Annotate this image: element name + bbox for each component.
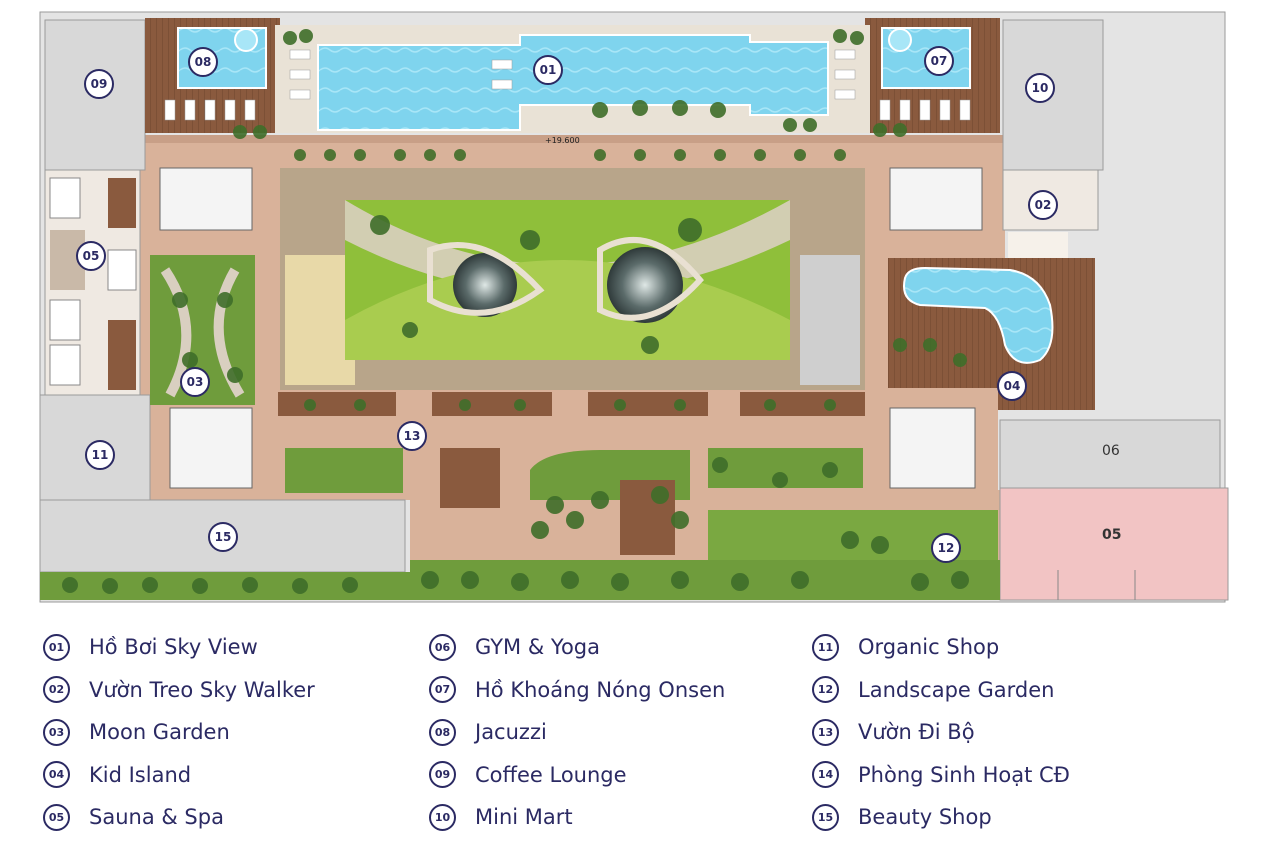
legend-item: 01 Hồ Bơi Sky View	[43, 626, 423, 669]
legend-number: 14	[812, 761, 839, 789]
legend-number: 05	[43, 803, 70, 831]
legend-number: 11	[812, 633, 839, 661]
legend-label: Phòng Sinh Hoạt CĐ	[858, 762, 1070, 787]
legend-number: 03	[43, 718, 70, 746]
marker-08-jacuzzi[interactable]: 08	[188, 47, 218, 77]
legend-item: 09 Coffee Lounge	[429, 754, 809, 797]
legend-label: Landscape Garden	[858, 677, 1055, 702]
legend-label: Moon Garden	[89, 720, 230, 745]
legend-label: Vườn Treo Sky Walker	[89, 677, 315, 702]
legend-label: Kid Island	[89, 762, 192, 787]
legend-item: 05 Sauna & Spa	[43, 796, 423, 839]
site-plan-map	[39, 11, 1229, 603]
right-shop-zones	[999, 19, 1229, 601]
legend-label: GYM & Yoga	[475, 635, 600, 660]
sauna-spa-core	[44, 169, 141, 396]
legend-number: 12	[812, 676, 839, 704]
marker-02-sky-walker[interactable]: 02	[1028, 190, 1058, 220]
central-courtyard	[280, 168, 865, 390]
legend-item: 07 Hồ Khoáng Nóng Onsen	[429, 669, 809, 712]
legend-number: 10	[429, 803, 456, 831]
legend-item: 08 Jacuzzi	[429, 711, 809, 754]
marker-07-onsen[interactable]: 07	[924, 46, 954, 76]
legend-column-2: 06 GYM & Yoga 07 Hồ Khoáng Nóng Onsen 08 Ja…	[429, 626, 809, 839]
marker-15-beauty-shop[interactable]: 15	[208, 522, 238, 552]
legend-column-3: 11 Organic Shop 12 Landscape Garden 13 Vườn…	[812, 626, 1232, 839]
marker-10-mini-mart[interactable]: 10	[1025, 73, 1055, 103]
legend-column-1: 01 Hồ Bơi Sky View 02 Vườn Treo Sky Walker…	[43, 626, 423, 839]
legend-number: 04	[43, 761, 70, 789]
legend-number: 01	[43, 633, 70, 661]
marker-13-walking-garden[interactable]: 13	[397, 421, 427, 451]
marker-11-organic-shop[interactable]: 11	[85, 440, 115, 470]
legend-number: 08	[429, 718, 456, 746]
trees	[62, 29, 969, 594]
legend-item: 11 Organic Shop	[812, 626, 1232, 669]
legend-label: Vườn Đi Bộ	[858, 720, 975, 745]
legend-label: Organic Shop	[858, 635, 1000, 660]
legend-number: 06	[429, 633, 456, 661]
legend-label: Coffee Lounge	[475, 762, 627, 787]
marker-04-kid-island[interactable]: 04	[997, 371, 1027, 401]
legend-item: 02 Vườn Treo Sky Walker	[43, 669, 423, 712]
marker-03-moon-garden[interactable]: 03	[180, 367, 210, 397]
legend-item: 15 Beauty Shop	[812, 796, 1232, 839]
marker-05-sauna-spa[interactable]: 05	[76, 241, 106, 271]
legend-number: 13	[812, 718, 839, 746]
sky-view-pool	[317, 34, 829, 131]
stair-cores	[159, 167, 983, 489]
legend-number: 15	[812, 803, 839, 831]
legend-number: 02	[43, 676, 70, 704]
marker-09-coffee-lounge[interactable]: 09	[84, 69, 114, 99]
kid-island	[888, 258, 1095, 410]
sun-loungers	[164, 49, 971, 121]
legend-label: Hồ Bơi Sky View	[89, 635, 258, 660]
legend-item: 03 Moon Garden	[43, 711, 423, 754]
legend-label: Sauna & Spa	[89, 805, 224, 830]
legend-item: 04 Kid Island	[43, 754, 423, 797]
legend-label: Hồ Khoáng Nóng Onsen	[475, 677, 726, 702]
marker-01-sky-view-pool[interactable]: 01	[533, 55, 563, 85]
legend-item: 12 Landscape Garden	[812, 669, 1232, 712]
legend-item: 13 Vườn Đi Bộ	[812, 711, 1232, 754]
legend-item: 10 Mini Mart	[429, 796, 809, 839]
area-06-label: 06	[1102, 443, 1120, 459]
legend-number: 09	[429, 761, 456, 789]
sky-walker-garden	[1002, 169, 1099, 258]
lower-gardens	[285, 448, 1000, 600]
marker-12-landscape-garden[interactable]: 12	[931, 533, 961, 563]
legend-item: 06 GYM & Yoga	[429, 626, 809, 669]
legend-label: Beauty Shop	[858, 805, 992, 830]
elevation-label: +19.600	[545, 136, 580, 145]
planter-boxes	[278, 392, 865, 416]
legend-label: Jacuzzi	[475, 720, 547, 745]
legend-item: 14 Phòng Sinh Hoạt CĐ	[812, 754, 1232, 797]
area-14-label: 05	[1102, 527, 1122, 543]
legend-number: 07	[429, 676, 456, 704]
legend-label: Mini Mart	[475, 805, 573, 830]
